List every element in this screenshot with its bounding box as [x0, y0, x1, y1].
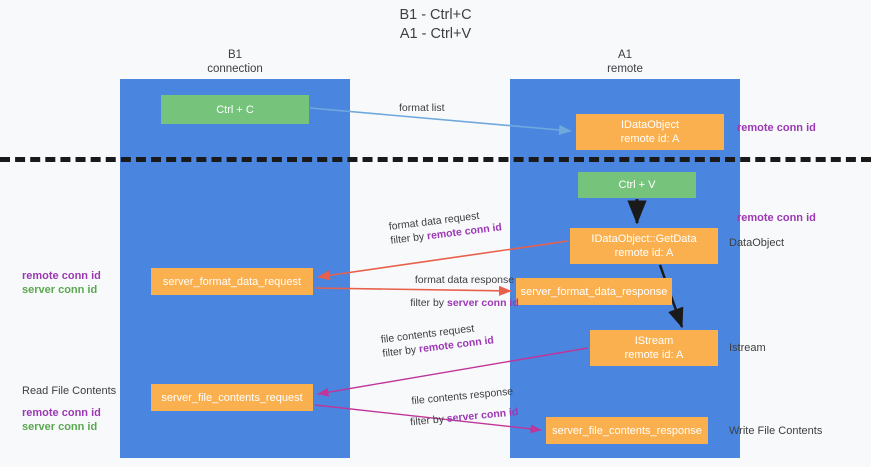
lane-header-a1: A1 remote	[510, 48, 740, 76]
node-idataobject-sub: remote id: A	[620, 133, 680, 145]
node-ctrl-v[interactable]: Ctrl + V	[578, 172, 696, 198]
side-label-left-conn-ids-lower: Read File Contents remote conn id server…	[22, 384, 116, 434]
side-label-write-file-contents: Write File Contents	[729, 425, 823, 437]
side-label-remote-conn-id-mid: remote conn id	[737, 212, 816, 224]
edge-label-format-data-response-line2: filter by server conn id	[372, 296, 557, 310]
side-label-left-conn-ids-upper: remote conn id server conn id	[22, 269, 101, 297]
edge-label-fcresp-filter-prefix: filter by	[409, 412, 448, 429]
node-server-file-contents-response[interactable]: server_file_contents_response	[546, 417, 708, 444]
lane-header-b1-subtitle: connection	[207, 63, 263, 75]
node-server-format-data-response[interactable]: server_format_data_response	[516, 278, 672, 305]
node-server-format-data-request[interactable]: server_format_data_request	[151, 268, 313, 295]
node-server-format-data-request-label: server_format_data_request	[162, 275, 302, 288]
lane-header-b1-name: B1	[227, 49, 243, 61]
edge-label-fdreq-filter-prefix: filter by	[389, 230, 428, 247]
node-server-file-contents-request-label: server_file_contents_request	[161, 391, 303, 404]
node-getdata-sub: remote id: A	[614, 247, 674, 259]
side-label-left-server-conn-id-b: server conn id	[22, 421, 98, 433]
node-idataobject-label: IDataObject	[620, 119, 680, 131]
side-label-remote-conn-id-top: remote conn id	[737, 122, 816, 134]
edge-label-format-data-request: format data request filter by remote con…	[388, 206, 503, 247]
node-idataobject[interactable]: IDataObject remote id: A	[576, 114, 724, 150]
edge-label-fcreq-filter-prefix: filter by	[381, 343, 420, 360]
node-server-file-contents-response-label: server_file_contents_response	[552, 424, 702, 437]
side-label-left-remote-conn-id-a: remote conn id	[22, 270, 101, 282]
edge-label-format-data-response-line1: format data response	[414, 274, 515, 286]
node-ctrl-v-label: Ctrl + V	[618, 179, 656, 191]
edge-label-file-contents-request: file contents request filter by remote c…	[380, 319, 495, 360]
node-ctrl-c-label: Ctrl + C	[216, 103, 254, 116]
node-istream[interactable]: IStream remote id: A	[590, 330, 718, 366]
side-label-left-server-conn-id-a: server conn id	[22, 284, 98, 296]
lane-header-a1-subtitle: remote	[607, 63, 643, 75]
node-idataobject-getdata[interactable]: IDataObject::GetData remote id: A	[570, 228, 718, 264]
title-line-2: A1 - Ctrl+V	[399, 26, 472, 42]
section-divider	[0, 157, 871, 162]
edge-label-format-data-response: format data response filter by server co…	[372, 273, 557, 310]
node-istream-sub: remote id: A	[624, 349, 684, 361]
side-label-left-remote-conn-id-b: remote conn id	[22, 407, 101, 419]
node-getdata-label: IDataObject::GetData	[591, 233, 697, 245]
lane-header-a1-name: A1	[617, 49, 633, 61]
node-istream-label: IStream	[634, 335, 674, 347]
node-server-format-data-response-label: server_format_data_response	[520, 285, 668, 298]
side-label-dataobject: DataObject	[729, 237, 785, 249]
edge-label-format-list-text: format list	[399, 102, 445, 114]
lane-header-b1: B1 connection	[120, 48, 350, 76]
edge-label-fcresp-filter-key: server conn id	[446, 406, 519, 425]
title-line-1: B1 - Ctrl+C	[399, 7, 472, 23]
side-label-read-file-contents: Read File Contents	[22, 385, 117, 397]
edge-label-fdresp-filter-prefix: filter by	[410, 297, 447, 309]
page-title: B1 - Ctrl+C A1 - Ctrl+V	[0, 6, 871, 44]
edge-label-format-list: format list	[399, 101, 445, 115]
node-ctrl-c[interactable]: Ctrl + C	[161, 95, 309, 124]
side-label-istream: Istream	[729, 342, 766, 354]
node-server-file-contents-request[interactable]: server_file_contents_request	[151, 384, 313, 411]
edge-label-fdresp-filter-key: server conn id	[446, 297, 519, 309]
